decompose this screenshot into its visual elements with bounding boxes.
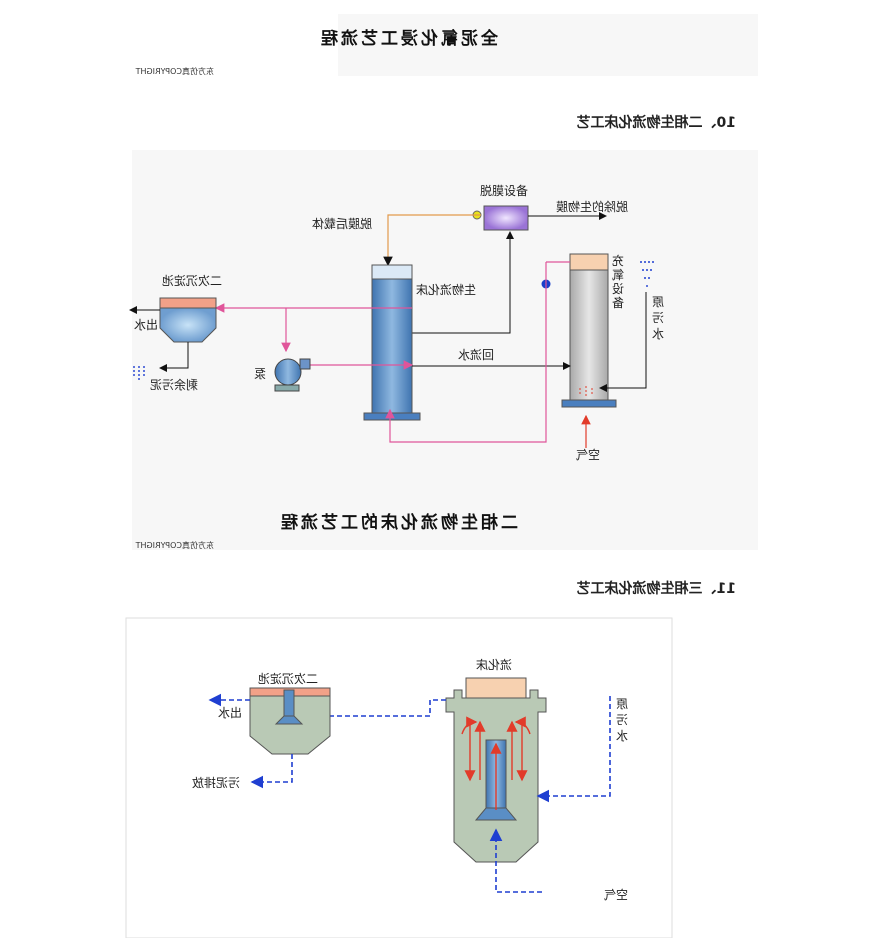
- oxygenated-feed-line: [385, 262, 547, 443]
- label-return-water: 回流水: [458, 348, 495, 362]
- to-stripper-line: [410, 231, 514, 334]
- sludge-drip-icon: [133, 366, 145, 382]
- pump-outlet: [299, 358, 311, 370]
- bio-bed-column: [371, 264, 413, 414]
- label-raw-sewage: 原污水: [652, 295, 665, 341]
- raw-sewage-line: [599, 292, 647, 392]
- air-bubbles-icon: [579, 386, 593, 396]
- bio-bed-top: [371, 264, 413, 280]
- s11-clarifier-body: [249, 695, 331, 755]
- label-clarifier: 二次沉淀池: [162, 274, 223, 288]
- s11-sludge-line: [250, 754, 293, 789]
- s11-label-clarifier: 二次沉淀池: [258, 672, 319, 686]
- label-outlet-water: 出水: [134, 318, 159, 332]
- s11-label-raw-sewage: 原污水: [616, 697, 629, 743]
- s11-clarifier-cone: [274, 715, 304, 725]
- s11-raw-sewage-line: [536, 696, 611, 803]
- oxygen-device-base: [561, 399, 617, 408]
- label-bio-bed: 生物流化床: [416, 283, 477, 297]
- clarifier-body: [159, 307, 217, 343]
- s11-label-bed: 流化床: [476, 658, 513, 672]
- excess-sludge-line: [159, 342, 189, 372]
- s11-label-sludge: 污泥排放: [192, 776, 241, 790]
- label-stripped-biofilm: 脱除的生物膜: [556, 200, 629, 214]
- label-air: 空气: [576, 448, 601, 462]
- pump-base: [274, 384, 300, 392]
- carrier-return-line: [383, 214, 481, 267]
- s11-label-outlet: 出水: [218, 706, 243, 720]
- s11-label-air: 空气: [604, 888, 629, 902]
- stripping-device: [483, 205, 529, 231]
- label-carrier-after: 脱膜后载体: [312, 217, 373, 231]
- bubble-arrows: [461, 716, 531, 810]
- section11-panel: [125, 617, 673, 938]
- label-oxygen-device: 充氧设备: [612, 254, 625, 310]
- label-stripping-device: 脱膜设备: [480, 183, 528, 198]
- raw-sewage-drip-icon: [638, 261, 654, 287]
- label-excess-sludge: 剩余污泥: [150, 378, 199, 392]
- label-pump: 泵: [254, 367, 267, 381]
- s11-to-clarifier-line: [312, 699, 446, 723]
- oxygen-device: [569, 253, 609, 401]
- bed-inner-cone: [474, 807, 518, 821]
